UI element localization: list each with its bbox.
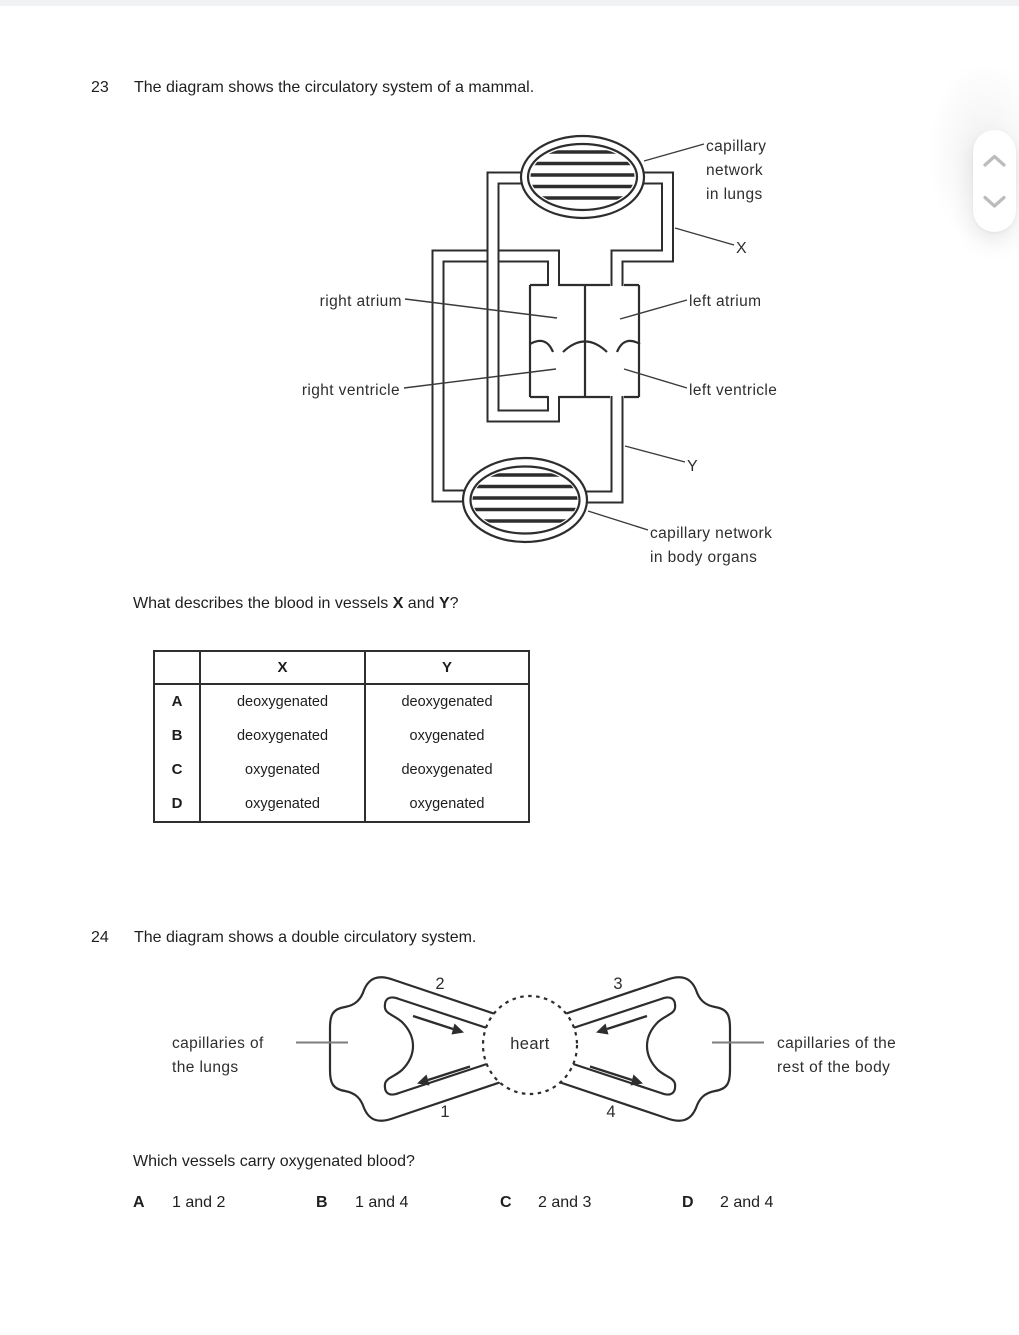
option-d-text: 2 and 4 [720,1194,774,1211]
answer-table: X Y A B C D deoxygenated deoxygenated ox… [153,650,530,823]
heart-valves [529,339,641,353]
pulmonary-vessels [486,171,674,423]
scroll-up-button[interactable] [982,153,1007,168]
row-letter: A [171,693,183,710]
table-header-row: X Y [153,650,530,685]
option-c-text: 2 and 3 [538,1194,592,1211]
row-letter: C [171,761,183,778]
left-atrium-label: left atrium [689,293,762,310]
q23-question-suffix: ? [449,595,459,612]
q23-question-y: Y [438,595,450,612]
body-capillary-label: capillary network in body organs [650,525,773,566]
vessel-3-label: 3 [613,975,623,993]
vessel-x-label: X [736,240,748,257]
q24-title: The diagram shows a double circulatory s… [134,929,477,946]
table-header-x: X [199,650,366,685]
body-circuit [548,976,766,1122]
vessel-y-column: deoxygenated oxygenated deoxygenated oxy… [366,685,528,821]
heart-label: heart [510,1035,550,1053]
option-c-letter: C [500,1194,512,1211]
vessel-x-column: deoxygenated deoxygenated oxygenated oxy… [201,685,364,821]
scroll-down-button[interactable] [982,194,1007,209]
option-b-letter: B [316,1194,328,1211]
heart-outline [528,283,641,399]
vessel-1-label: 1 [440,1103,450,1121]
lungs-capillary-ellipse [519,134,646,220]
table-cell: oxygenated [409,728,485,744]
row-letter: B [171,727,183,744]
q24-question: Which vessels carry oxygenated blood? [133,1153,415,1170]
lungs-circuit [294,976,512,1122]
chevron-down-icon [983,195,1006,208]
vena-cava-vessel [431,249,560,503]
option-b-text: 1 and 4 [355,1194,409,1211]
body-capillary-ellipse [461,456,589,544]
q24-number: 24 [91,929,109,946]
top-bar [0,0,1019,6]
label-connector-lines [403,143,735,531]
option-a-text: 1 and 2 [172,1194,226,1211]
lungs-capillary-label: capillary network in lungs [706,138,767,203]
aorta-vessel [578,396,624,504]
q23-title: The diagram shows the circulatory system… [134,79,535,96]
table-cell: deoxygenated [236,728,329,744]
table-header-y: Y [364,650,530,685]
lungs-capillaries-label: capillaries of the lungs [172,1035,264,1076]
table-cell: oxygenated [409,796,485,812]
row-letter: D [171,795,183,812]
vessel-y-label: Y [687,458,699,475]
q23-question-mid: and [403,595,439,612]
body-capillaries-label: capillaries of the rest of the body [777,1035,897,1076]
table-cell: oxygenated [245,796,320,812]
vessel-4-label: 4 [606,1103,616,1121]
table-cell: oxygenated [245,762,320,778]
left-ventricle-label: left ventricle [689,382,778,399]
q23-question-prefix: What describes the blood in vessels [133,595,393,612]
option-letter-column: A B C D [155,685,199,821]
table-body-row: A B C D deoxygenated deoxygenated oxygen… [153,683,530,823]
chevron-up-icon [983,154,1006,167]
table-cell: deoxygenated [401,694,493,710]
scroll-widget [973,130,1016,232]
q23-question-x: X [392,595,404,612]
table-cell: deoxygenated [236,694,329,710]
option-d-letter: D [682,1194,694,1211]
right-ventricle-label: right ventricle [301,382,400,399]
option-a-letter: A [133,1194,145,1211]
q23-number: 23 [91,79,109,96]
vessel-2-label: 2 [435,975,445,993]
table-header-empty [153,650,201,685]
right-atrium-label: right atrium [319,293,402,310]
table-cell: deoxygenated [401,762,493,778]
q23-question: What describes the blood in vessels X an… [133,595,459,613]
